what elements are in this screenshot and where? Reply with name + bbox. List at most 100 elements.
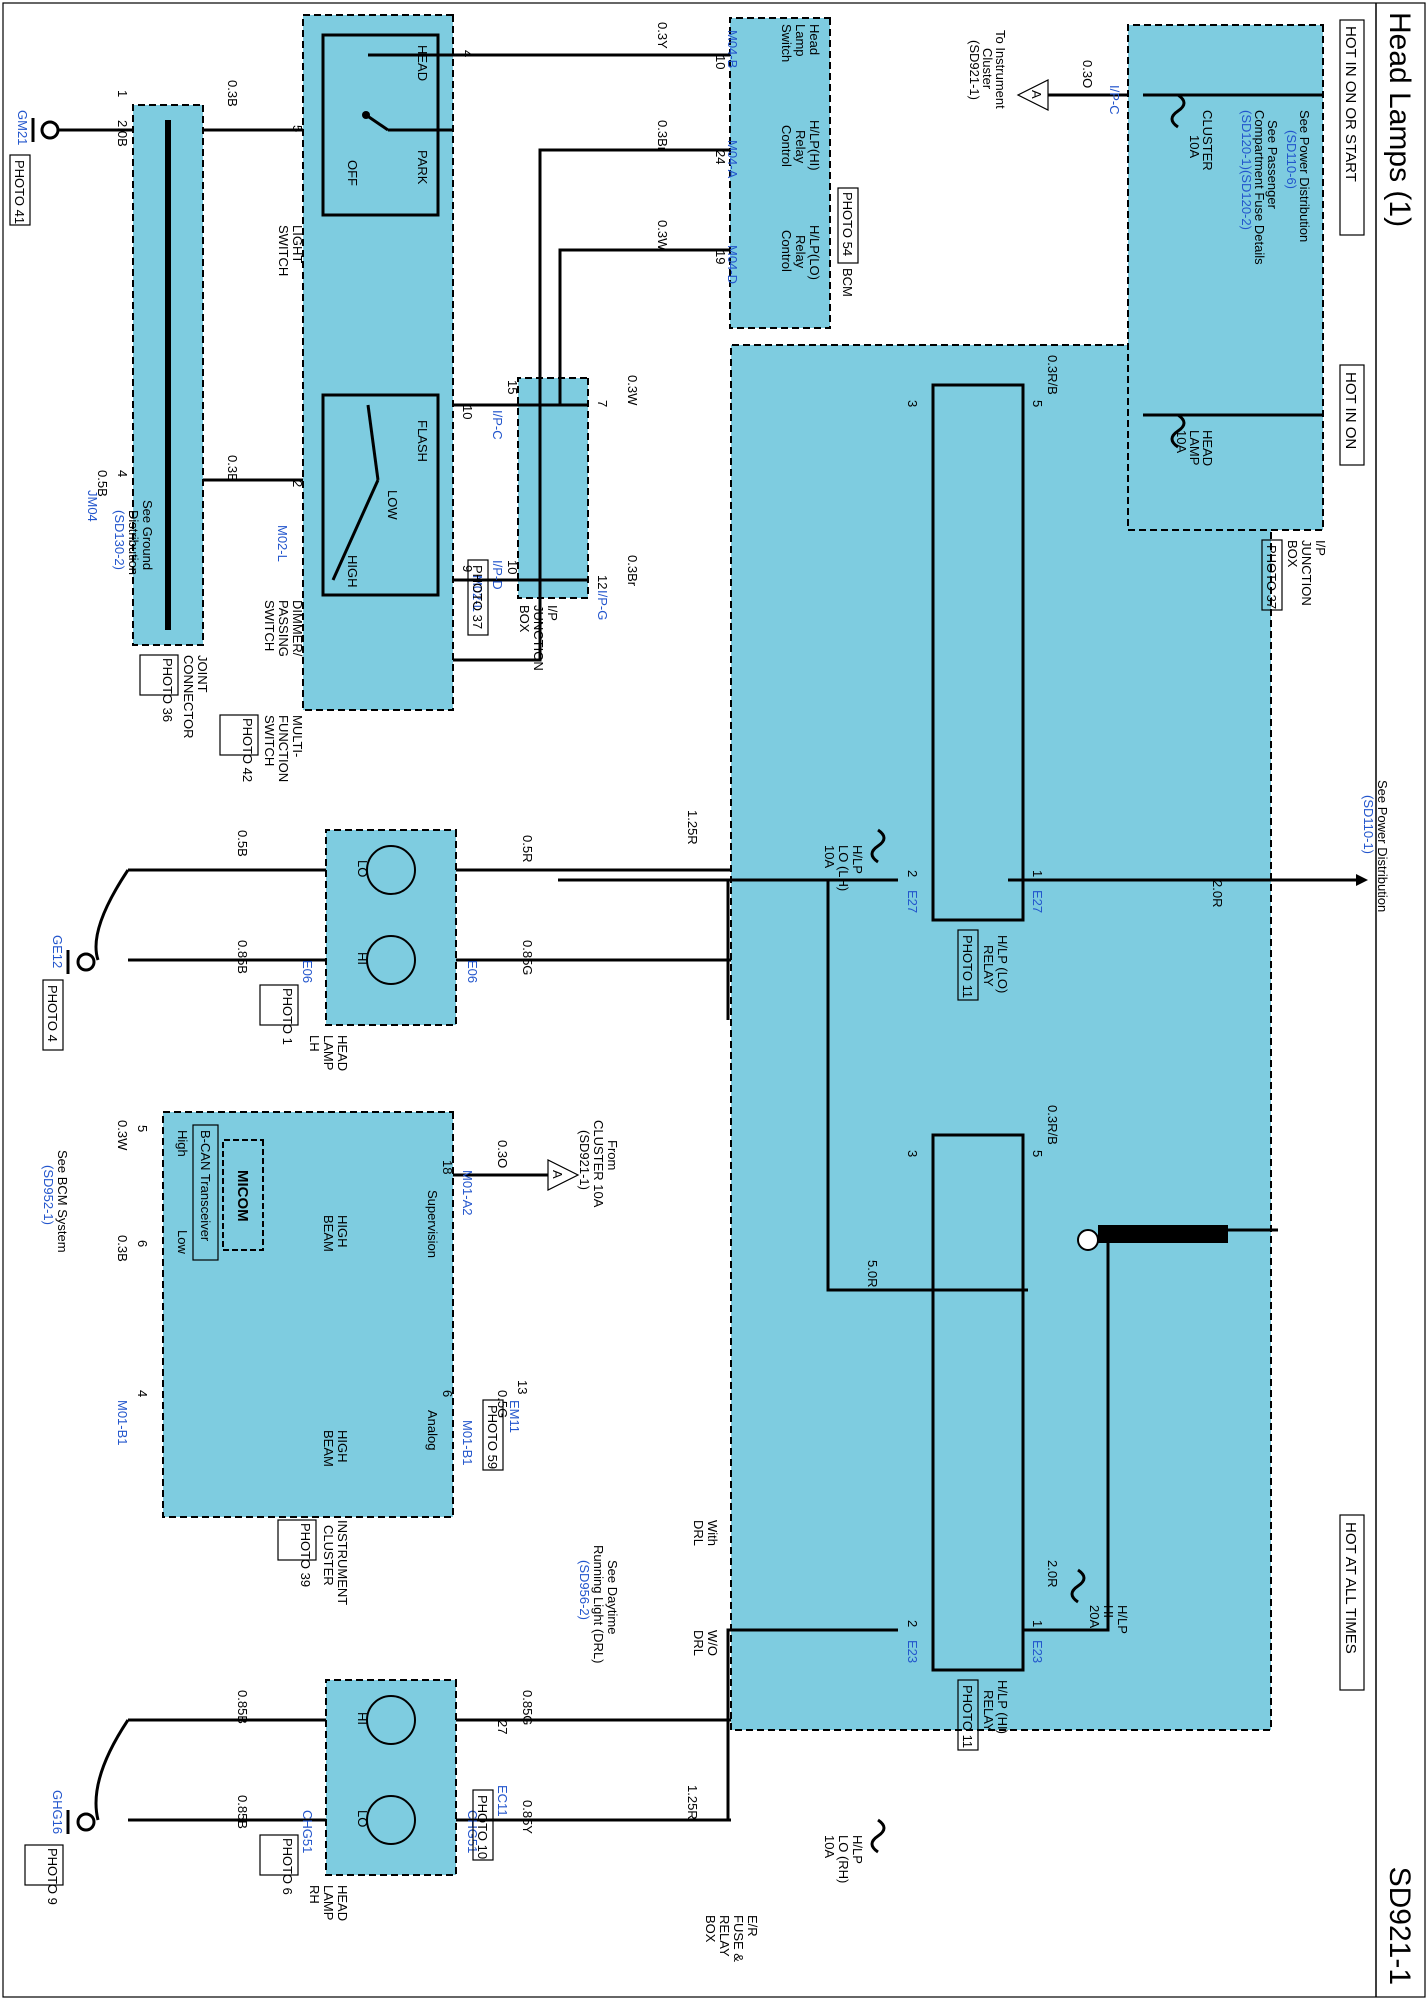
ground-ref-2: Distribution [126, 510, 141, 575]
wire-20b: 2.0B [115, 120, 130, 147]
diagram-code: SD921-1 [1383, 1867, 1416, 1985]
power-dist-ref-2-code: (SD110-1) [1361, 795, 1376, 854]
wire-03y: 0.3Y [655, 22, 670, 49]
bcm-pin24: 24 [713, 150, 728, 164]
er-box-name-3: RELAY [717, 1915, 732, 1957]
bcm-pin19-label: H/LP(LO) [807, 225, 822, 280]
bcan-low: Low [175, 1230, 190, 1254]
passenger-fuse-ref: See Passenger [1265, 120, 1280, 210]
drl-wo-2: DRL [691, 1630, 706, 1656]
ipj-conn-ipc: I/P-C [490, 410, 505, 440]
jc-pin-4: 4 [115, 470, 130, 477]
cluster-name-2: CLUSTER [321, 1525, 336, 1586]
wire-085y: 0.85Y [520, 1800, 535, 1834]
drl-ref-3: (SD956-2) [577, 1560, 592, 1620]
hi-relay-pin-1: 1 [1030, 1620, 1045, 1627]
head-lamp-fuse-label: HEAD [1200, 430, 1215, 466]
bcm-name: BCM [840, 268, 855, 297]
ip-box-name: I/P [1313, 540, 1328, 556]
lamp-lh-lo: LO [355, 860, 370, 877]
jc-name: JOINT [195, 655, 210, 693]
light-switch-name: LIGHT [290, 225, 305, 263]
lo-rh-fuse-rating: 10A [822, 1835, 837, 1858]
to-cluster-ref-3: (SD921-1) [967, 40, 982, 100]
to-cluster-ref: To Instrument [993, 30, 1008, 109]
wire-20r-top: 2.0R [1210, 880, 1225, 907]
photo-11-lo: PHOTO 11 [960, 935, 975, 998]
power-dist-ref-2: See Power Distribution [1375, 780, 1390, 912]
wire-03rb-lo: 0.3R/B [1045, 355, 1060, 395]
wire-05b-lh: 0.5B [235, 830, 250, 857]
wire-05b-jc: 0.5B [95, 470, 110, 497]
ipj-pin-10: 10 [505, 560, 520, 574]
ground-ref: See Ground [140, 500, 155, 570]
hot-labels: HOT IN ON OR START HOT IN ON HOT AT ALL … [1339, 19, 1365, 1691]
cluster-pin-5: 5 [135, 1125, 150, 1132]
photo-9: PHOTO 9 [45, 1848, 60, 1905]
hb-2b: BEAM [321, 1430, 336, 1467]
conn-m01b1: M01-B1 [460, 1420, 475, 1466]
conn-em11: EM11 [507, 1400, 522, 1433]
wire-03w-bcan: 0.3W [115, 1120, 130, 1151]
bcm-pin24-label-2: Relay [793, 130, 808, 164]
drl-with: With [705, 1520, 720, 1546]
lo-rh-fuse-name: H/LP [850, 1835, 865, 1864]
multi-function-switch-box [302, 14, 454, 711]
cluster-pin-6-top: 6 [440, 1390, 455, 1397]
micom: MICOM [234, 1170, 251, 1222]
mfs-conn-m02l: M02-L [470, 575, 485, 612]
lamp-lh-name-2: LAMP [321, 1035, 336, 1070]
pos-low: LOW [385, 490, 400, 520]
lo-relay-pin-5: 5 [1030, 400, 1045, 407]
to-cluster-ref-2: Cluster [980, 48, 995, 90]
drl-ref-2: Running Light (DRL) [591, 1545, 606, 1664]
hi-relay-conn-e23: E23 [1030, 1640, 1045, 1663]
hb-2: HIGH [335, 1430, 350, 1463]
pos-park: PARK [415, 150, 430, 185]
lamp-rh-name: HEAD [335, 1885, 350, 1921]
ipj-conn-ipg: I/P-G [595, 590, 610, 620]
mfs-conn-m02l-bottom: M02-L [275, 525, 290, 562]
conn-ipc-top: I/P-C [1107, 85, 1122, 115]
bcm-pin19: 19 [713, 250, 728, 264]
lamp-lh-conn: E06 [465, 960, 480, 983]
instrument-cluster-box [162, 1111, 454, 1518]
hlp-lo-relay: H/LP (LO) RELAY PHOTO 11 5 3 1 2 E27 E27… [905, 355, 1060, 1001]
bcan-high: High [175, 1130, 190, 1157]
pos-flash: FLASH [415, 420, 430, 462]
lo-relay-pin-1: 1 [1030, 870, 1045, 877]
offpage-a-bottom: A [550, 1170, 565, 1179]
ground-label-ghg16: GHG16 [50, 1790, 65, 1834]
hlp-hi-relay: H/LP (HI) RELAY PHOTO 11 5 3 1 2 E23 E23… [905, 1105, 1060, 1751]
conn-ec11: EC11 [495, 1785, 510, 1817]
wire-03br-bcm: 0.3Br [655, 120, 670, 152]
hb-1: HIGH [335, 1215, 350, 1248]
cluster-fuse-rating: 10A [1187, 135, 1202, 158]
lamp-wires: 0.5R 0.85G 0.5B 0.85B GE12 PHOTO 4 0.85G… [24, 830, 731, 1905]
wire-085b-rh: 0.85B [235, 1690, 250, 1724]
hi-relay-pin-5: 5 [1030, 1150, 1045, 1157]
ipj-pin-15: 15 [505, 380, 520, 394]
hi-relay-conn-e23-b: E23 [905, 1640, 920, 1663]
wire-085b-lh: 0.85B [235, 940, 250, 974]
photo-37-ipj: PHOTO 37 [470, 565, 485, 629]
lo-relay-conn-e27: E27 [1030, 890, 1045, 913]
head-lamp-fuse-label-2: LAMP [1187, 430, 1202, 465]
head-lamp-lh-box [325, 829, 457, 1026]
hi-fuse-name: H/LP [1115, 1605, 1130, 1634]
dimmer-name-2: PASSING [276, 600, 291, 657]
lo-lh-fuse-name-2: LO (LH) [836, 845, 851, 891]
pin-27: 27 [495, 1720, 510, 1734]
ipj-pin-7: 7 [595, 400, 610, 407]
lamp-lh-name: HEAD [335, 1035, 350, 1071]
ip-box-name-3: BOX [1285, 540, 1300, 568]
photo-59: PHOTO 59 [485, 1405, 500, 1469]
pin-13: 13 [515, 1380, 530, 1394]
drl-ref: See Daytime [605, 1560, 620, 1634]
er-box-name-2: FUSE & [731, 1915, 746, 1962]
bcm-pin19-label-3: Control [779, 230, 794, 272]
lamp-lh-hi: HI [355, 952, 370, 965]
ipj-name-2: JUNCTION [531, 605, 546, 671]
head-lamp-rh-box [325, 1679, 457, 1876]
